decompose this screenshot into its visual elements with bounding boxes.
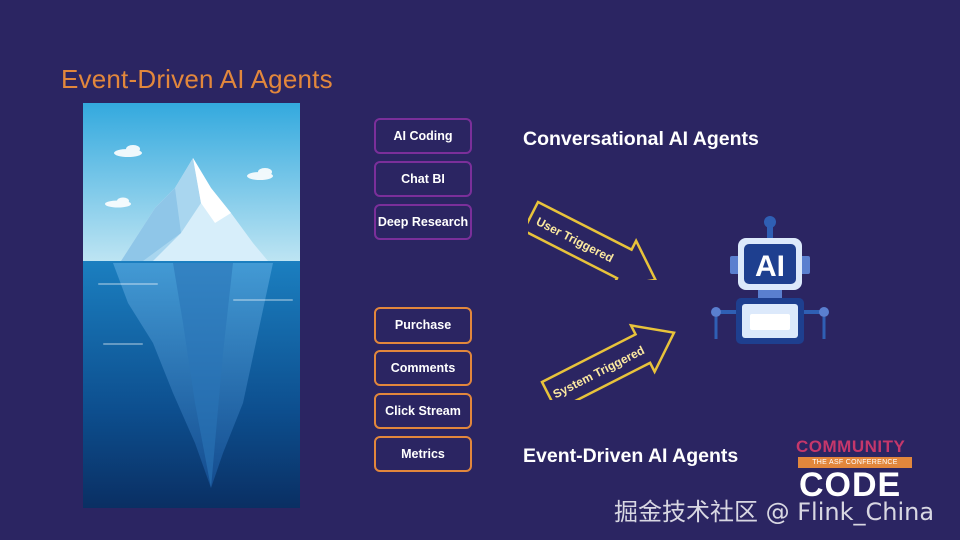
arrow-system-triggered: System Triggered [540,323,676,400]
box-metrics: Metrics [374,436,472,472]
heading-event-driven: Event-Driven AI Agents [523,445,739,467]
box-purchase: Purchase [374,307,472,344]
box-deep-research: Deep Research [374,204,472,240]
heading-conversational: Conversational AI Agents [523,128,759,150]
iceberg-illustration [83,103,300,508]
arrow-user-triggered: User Triggered [528,200,658,280]
robot-face-text: AI [755,250,785,283]
slide-title: Event-Driven AI Agents [61,64,333,94]
box-ai-coding: AI Coding [374,118,472,154]
community-over-code-logo: COMMUNITY THE ASF CONFERENCE CODE [796,437,918,504]
robot-icon: AI [711,216,829,344]
logo-community-text: COMMUNITY [796,437,906,456]
box-comments: Comments [374,350,472,386]
box-click-stream: Click Stream [374,393,472,429]
box-chat-bi: Chat BI [374,161,472,197]
logo-code-text: CODE [799,466,902,504]
watermark: 掘金技术社区 @ Flink_China [614,498,935,526]
logo-conference-text: THE ASF CONFERENCE [798,457,912,468]
